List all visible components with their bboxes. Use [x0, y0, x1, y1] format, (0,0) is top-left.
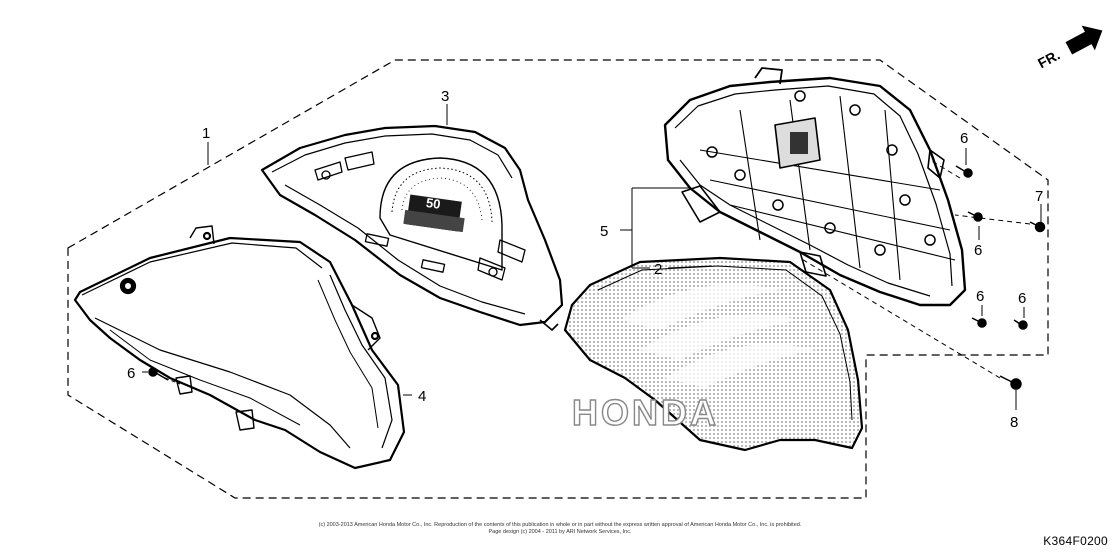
meter-case-back[interactable] [663, 67, 967, 307]
assembly-boundary [67, 59, 1049, 499]
callout-7: 7 [1035, 188, 1043, 205]
front-direction-arrow: FR. [1035, 25, 1103, 72]
speedometer-readout: 50 [425, 195, 441, 212]
callout-1: 1 [202, 125, 210, 142]
screw-6-lower-right[interactable] [1013, 319, 1028, 330]
meter-panel[interactable] [260, 124, 564, 331]
page-design-credit: Page design (c) 2004 - 2011 by ARI Netwo… [488, 529, 632, 535]
callout-4: 4 [418, 388, 426, 405]
front-direction-label: FR. [1035, 47, 1062, 72]
screw-6-upper[interactable] [955, 165, 973, 178]
callout-6-middle: 6 [974, 242, 982, 259]
callout-6-lower-left: 6 [976, 288, 984, 305]
meter-lower-case[interactable] [73, 225, 406, 470]
callout-2: 2 [654, 261, 662, 278]
arrow-right-icon [1065, 25, 1103, 55]
callout-6-upper: 6 [960, 130, 968, 147]
callout-6-left: 6 [127, 365, 135, 382]
screw-6-lower-left[interactable] [971, 317, 987, 328]
callout-8: 8 [1010, 414, 1018, 431]
meter-seal[interactable] [563, 256, 864, 452]
callout-6-lower-right: 6 [1018, 290, 1026, 307]
screw-8[interactable] [999, 375, 1022, 390]
diagram-code: K364F0200 [1043, 534, 1108, 548]
screw-7[interactable] [1029, 221, 1046, 233]
callout-5: 5 [600, 223, 608, 240]
honda-watermark: HONDA [572, 392, 719, 433]
leader-lines [142, 104, 1042, 410]
callout-3: 3 [441, 88, 449, 105]
copyright-notice: (c) 2003-2013 American Honda Motor Co., … [318, 522, 802, 528]
screw-6-middle[interactable] [967, 211, 983, 222]
